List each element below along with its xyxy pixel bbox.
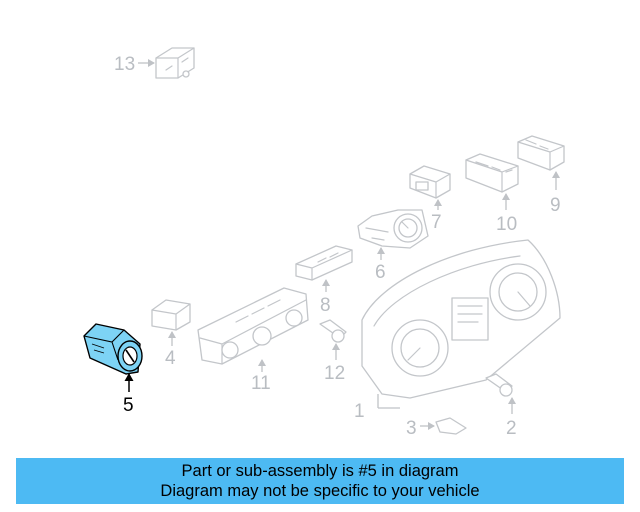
part-10[interactable] (465, 153, 519, 193)
callout-5[interactable]: 5 (123, 395, 134, 416)
part-12[interactable] (319, 319, 347, 343)
callout-13[interactable]: 13 (114, 54, 135, 75)
callout-6[interactable]: 6 (375, 262, 386, 283)
part-13[interactable] (155, 47, 195, 79)
callout-7[interactable]: 7 (431, 212, 442, 233)
part-1[interactable] (361, 239, 561, 399)
part-7[interactable] (409, 165, 451, 199)
callout-3[interactable]: 3 (406, 418, 417, 439)
part-2[interactable] (485, 373, 513, 397)
banner-line-1: Part or sub-assembly is #5 in diagram (181, 462, 459, 480)
callout-9[interactable]: 9 (550, 195, 561, 216)
callout-2[interactable]: 2 (506, 418, 517, 439)
leader-1 (377, 394, 400, 409)
callout-11[interactable]: 11 (251, 373, 271, 394)
callout-10[interactable]: 10 (496, 214, 517, 235)
part-6[interactable] (357, 209, 429, 249)
part-8[interactable] (295, 245, 353, 281)
part-4[interactable] (151, 299, 191, 331)
part-11[interactable] (197, 287, 309, 365)
callout-8[interactable]: 8 (320, 295, 331, 316)
callout-4[interactable]: 4 (165, 348, 176, 369)
part-info-banner: Part or sub-assembly is #5 in diagram Di… (16, 458, 624, 504)
part-5-headlamp-switch[interactable] (83, 323, 143, 375)
part-9[interactable] (517, 135, 565, 171)
callout-1[interactable]: 1 (354, 401, 365, 422)
part-3[interactable] (435, 417, 467, 435)
banner-line-2: Diagram may not be specific to your vehi… (160, 482, 480, 500)
callout-12[interactable]: 12 (324, 363, 345, 384)
